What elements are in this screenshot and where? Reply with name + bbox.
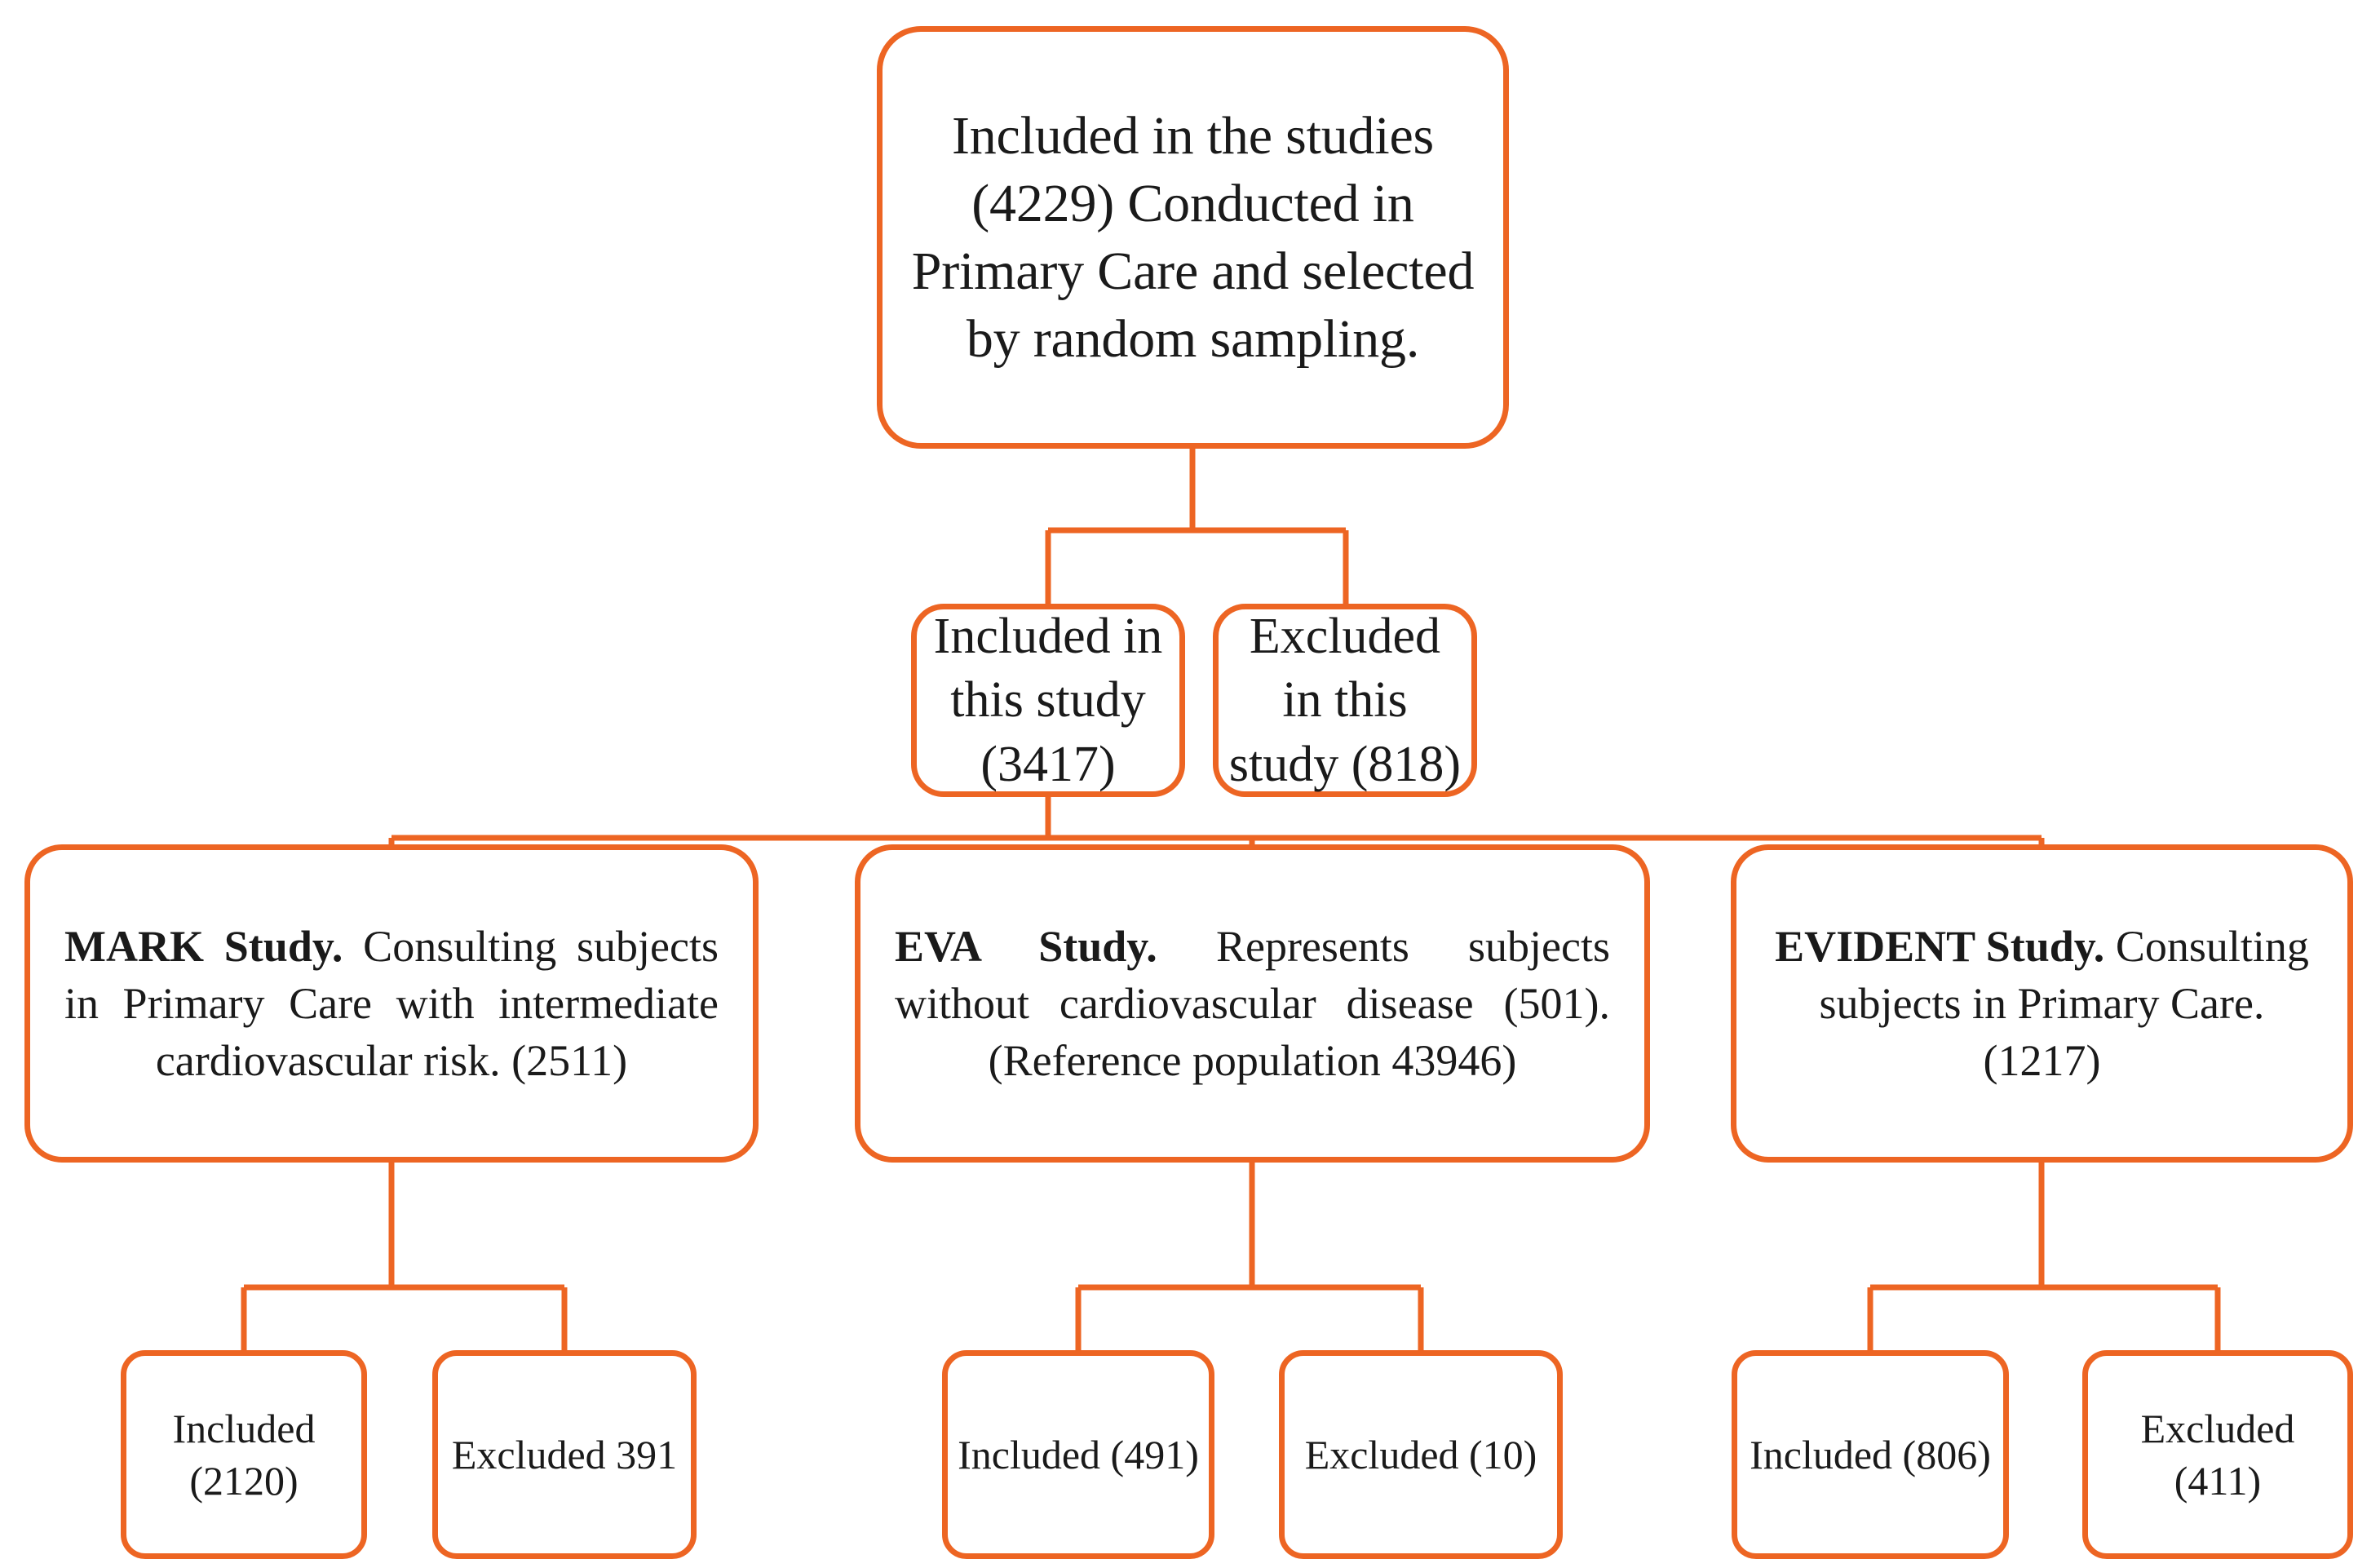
node-evident-included-label: Included (806): [1750, 1432, 1991, 1477]
node-excluded-study-label: Excluded in this study (818): [1228, 609, 1462, 792]
node-eva-study-text: EVA Study. Represents subjects without c…: [860, 918, 1644, 1090]
evident-study-name: EVIDENT Study.: [1775, 921, 2105, 971]
node-included-in-this-study[interactable]: Included in this study (3417): [911, 604, 1185, 797]
node-mark-excluded-label: Excluded 391: [451, 1432, 678, 1477]
mark-study-description: Consulting subjects in Primary Care with…: [64, 921, 719, 1086]
eva-study-name: EVA Study.: [895, 921, 1157, 971]
node-included-study-label: Included in this study (3417): [933, 609, 1163, 792]
mark-study-name: MARK Study.: [64, 921, 343, 971]
node-eva-included-label: Included (491): [958, 1432, 1199, 1477]
node-evident-study-text: EVIDENT Study. Consulting subjects in Pr…: [1736, 918, 2347, 1090]
node-evident-study[interactable]: EVIDENT Study. Consulting subjects in Pr…: [1731, 844, 2353, 1163]
node-eva-included[interactable]: Included (491): [942, 1350, 1214, 1559]
node-eva-study[interactable]: EVA Study. Represents subjects without c…: [855, 844, 1650, 1163]
node-mark-study-text: MARK Study. Consulting subjects in Prima…: [30, 918, 753, 1090]
node-mark-included[interactable]: Included (2120): [121, 1350, 367, 1559]
node-evident-included[interactable]: Included (806): [1732, 1350, 2009, 1559]
node-mark-excluded[interactable]: Excluded 391: [432, 1350, 697, 1559]
node-excluded-in-this-study[interactable]: Excluded in this study (818): [1213, 604, 1477, 797]
node-mark-included-label: Included (2120): [172, 1406, 316, 1504]
node-evident-excluded[interactable]: Excluded (411): [2082, 1350, 2353, 1559]
node-evident-excluded-label: Excluded (411): [2140, 1406, 2295, 1504]
node-eva-excluded[interactable]: Excluded (10): [1279, 1350, 1563, 1559]
node-mark-study[interactable]: MARK Study. Consulting subjects in Prima…: [24, 844, 759, 1163]
node-root-label: Included in the studies (4229) Conducted…: [911, 105, 1475, 370]
node-included-in-studies[interactable]: Included in the studies (4229) Conducted…: [877, 26, 1509, 449]
node-eva-excluded-label: Excluded (10): [1304, 1432, 1537, 1477]
eva-study-description: Represents subjects without cardiovascul…: [895, 921, 1610, 1086]
evident-study-description: Consulting subjects in Primary Care. (12…: [1819, 921, 2309, 1086]
